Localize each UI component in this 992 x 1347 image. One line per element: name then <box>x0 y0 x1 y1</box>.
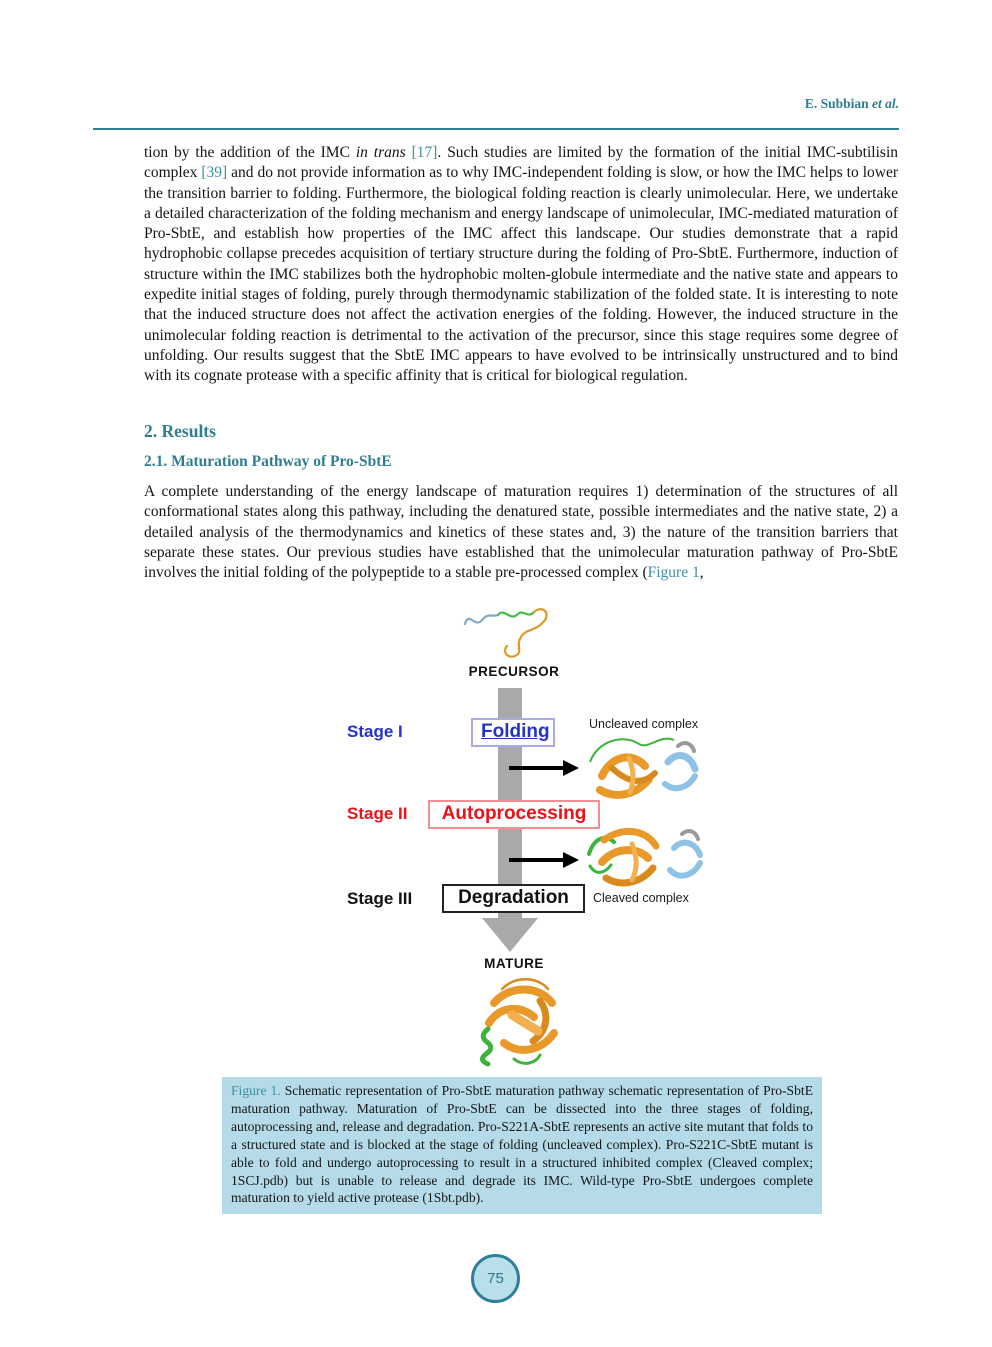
precursor-structure-image <box>463 608 548 658</box>
pathway-arrow-head <box>482 918 538 952</box>
text-segment: A complete understanding of the energy l… <box>144 483 898 582</box>
body-paragraph-2: A complete understanding of the energy l… <box>144 482 898 583</box>
autoprocessing-arrow-icon <box>509 852 579 868</box>
text-segment: et al. <box>872 96 899 111</box>
autoprocessing-box: Autoprocessing <box>428 800 600 829</box>
section-heading-results: 2. Results <box>144 421 216 441</box>
figure-1-link[interactable]: Figure 1 <box>647 564 700 582</box>
cleaved-complex-structure-image <box>587 827 703 887</box>
body-paragraph-1: tion by the addition of the IMC in trans… <box>144 143 898 387</box>
stage-1-label: Stage I <box>347 722 403 741</box>
precursor-label: PRECURSOR <box>468 664 560 679</box>
uncleaved-complex-structure-image <box>589 737 699 799</box>
text-segment: in trans <box>355 144 406 161</box>
folding-arrow-icon <box>509 760 579 776</box>
degradation-box: Degradation <box>442 884 585 913</box>
uncleaved-complex-label: Uncleaved complex <box>589 717 699 731</box>
subsection-heading-maturation-pathway: 2.1. Maturation Pathway of Pro-SbtE <box>144 453 392 470</box>
mature-label: MATURE <box>484 956 544 971</box>
text-segment: Schematic representation of Pro-SbtE mat… <box>231 1083 813 1206</box>
text-segment: , <box>699 564 704 582</box>
cleaved-complex-label: Cleaved complex <box>593 891 689 905</box>
stage-3-label: Stage III <box>347 889 413 908</box>
text-segment: Figure 1. <box>231 1083 281 1098</box>
folding-box: Folding <box>471 718 555 747</box>
text-segment: tion by the addition of the IMC <box>144 144 356 161</box>
stage-2-label: Stage II <box>347 804 408 823</box>
page-number: 75 <box>487 1270 504 1287</box>
figure-caption: Figure 1. Schematic representation of Pr… <box>222 1077 822 1215</box>
text-segment: and do not provide information as to why… <box>144 164 898 385</box>
text-segment: E. Subbian <box>804 96 872 111</box>
text-segment: . Such studies are limited by the format… <box>144 144 898 182</box>
citation-link-39[interactable]: [39] <box>201 164 228 182</box>
running-head-author: E. Subbian et al. <box>93 96 899 112</box>
page-number-badge: 75 <box>471 1254 520 1303</box>
header-rule <box>93 128 899 130</box>
mature-protease-structure-image <box>480 978 558 1067</box>
citation-link-17[interactable]: [17] <box>411 144 438 161</box>
figure-1-diagram: PRECURSOR Stage I Folding Uncleaved comp… <box>144 600 898 1077</box>
